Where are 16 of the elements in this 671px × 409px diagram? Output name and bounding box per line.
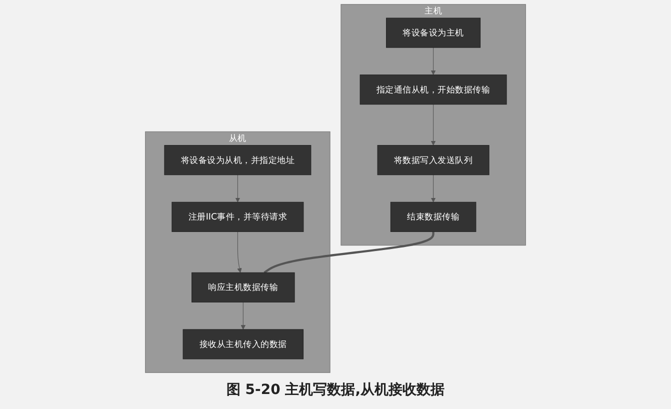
connector [264,232,434,274]
node-box: 注册IIC事件，并等待请求 [172,202,304,232]
node-box: 接收从主机传入的数据 [182,329,304,360]
arrow [240,302,246,330]
arrow [430,174,436,202]
node-box: 指定通信从机，开始数据传输 [360,74,507,105]
node-box: 将设备设为主机 [386,18,481,48]
node-box: 结束数据传输 [390,202,476,232]
node-box: 将设备设为从机，并指定地址 [164,145,312,176]
arrow [430,47,436,76]
node-box: 响应主机数据传输 [192,272,295,302]
arrow [430,104,436,146]
arrow [237,231,242,273]
arrow [235,174,240,202]
node-box: 将数据写入发送队列 [377,145,490,176]
figure-caption: 图 5-20 主机写数据,从机接收数据 [226,380,445,400]
